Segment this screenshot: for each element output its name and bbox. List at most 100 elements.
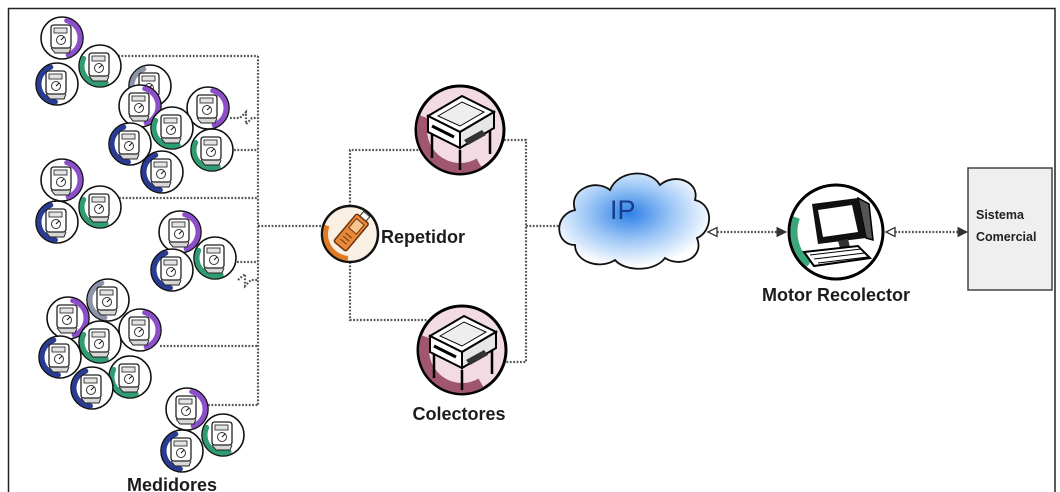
meter-needle bbox=[60, 36, 65, 41]
keyboard-keys bbox=[809, 248, 869, 264]
meters-label: Medidores bbox=[127, 475, 217, 492]
commercial-system-box: Sistema Comercial bbox=[967, 167, 1053, 291]
electric-meter-icon bbox=[40, 158, 84, 202]
meter-display bbox=[214, 424, 229, 431]
commercial-system-line-1: Sistema bbox=[976, 208, 1025, 222]
meter-rim bbox=[194, 247, 224, 279]
meter-needle bbox=[138, 104, 143, 109]
meter-display bbox=[51, 346, 66, 353]
electric-meter-icon bbox=[150, 248, 194, 292]
meter-rim bbox=[142, 86, 161, 126]
meter-needle bbox=[178, 230, 183, 235]
meter-needle bbox=[60, 178, 65, 183]
collector-accent bbox=[419, 335, 484, 393]
meter-display bbox=[91, 331, 106, 338]
cloud-engine-link bbox=[706, 226, 788, 238]
repeater-to-top-collector-line bbox=[348, 148, 419, 206]
meter-rim bbox=[202, 424, 232, 456]
collector-accent bbox=[417, 115, 482, 173]
electric-meter-icon bbox=[190, 128, 234, 172]
meter-display bbox=[153, 161, 168, 168]
meter-display bbox=[121, 366, 136, 373]
cloud-icon: IP bbox=[558, 172, 711, 270]
meter-base bbox=[160, 279, 182, 286]
electric-meter-icon bbox=[186, 86, 230, 130]
meter-rim bbox=[71, 368, 93, 409]
meter-display bbox=[206, 247, 221, 254]
collector-legs bbox=[430, 129, 492, 170]
meter-needle bbox=[180, 449, 185, 454]
monitor-depth bbox=[856, 196, 874, 242]
meter-display bbox=[163, 259, 178, 266]
engine-system-link bbox=[884, 226, 969, 238]
meter-needle bbox=[55, 82, 60, 87]
meter-base bbox=[96, 309, 118, 316]
meter-base bbox=[200, 159, 222, 166]
meter-needle bbox=[213, 256, 218, 261]
arrowhead-right-icon bbox=[957, 226, 969, 238]
meter-needle bbox=[58, 355, 63, 360]
electric-meter-icon bbox=[78, 320, 122, 364]
meter-display bbox=[99, 289, 114, 296]
meter-needle bbox=[98, 205, 103, 210]
collector-legs bbox=[432, 349, 494, 390]
commercial-system-frame bbox=[967, 167, 1053, 291]
meter-base bbox=[128, 339, 150, 346]
electric-meter-icon bbox=[118, 84, 162, 128]
meter-display bbox=[48, 73, 63, 80]
electric-meter-icon bbox=[86, 278, 130, 322]
meter-needle bbox=[128, 375, 133, 380]
meter-rim bbox=[109, 124, 131, 165]
electric-meter-icon bbox=[46, 296, 90, 340]
arrowhead-left-icon bbox=[884, 226, 896, 238]
electric-meter-icon bbox=[118, 308, 162, 352]
meter-display bbox=[91, 196, 106, 203]
meter-rim bbox=[87, 280, 108, 321]
meter-display bbox=[163, 117, 178, 124]
computer-icon bbox=[787, 183, 885, 281]
meter-display bbox=[131, 95, 146, 102]
meter-display bbox=[173, 440, 188, 447]
electric-meter-icon bbox=[108, 355, 152, 399]
collector-slot bbox=[433, 344, 457, 359]
meter-rim bbox=[36, 202, 58, 243]
electric-meter-icon bbox=[108, 122, 152, 166]
meter-base bbox=[211, 444, 233, 451]
meter-link-line bbox=[230, 109, 258, 127]
meter-display bbox=[199, 97, 214, 104]
meter-base bbox=[170, 460, 192, 467]
repeater-handheld bbox=[333, 210, 371, 252]
meter-rim bbox=[151, 250, 173, 291]
meter-display bbox=[171, 221, 186, 228]
electric-meter-icon bbox=[193, 236, 237, 280]
meter-rim bbox=[151, 117, 181, 149]
electric-meter-icon bbox=[78, 185, 122, 229]
meter-base bbox=[50, 189, 72, 196]
meter-rim bbox=[64, 160, 83, 200]
electric-meter-icon bbox=[35, 62, 79, 106]
meter-base bbox=[88, 216, 110, 223]
electric-meter-icon bbox=[140, 150, 184, 194]
frame-border bbox=[7, 7, 1056, 492]
meter-display bbox=[178, 398, 193, 405]
engine-label: Motor Recolector bbox=[762, 285, 910, 305]
meter-needle bbox=[206, 106, 211, 111]
collector-tray bbox=[466, 350, 488, 365]
meter-needle bbox=[128, 142, 133, 147]
meter-base bbox=[56, 327, 78, 334]
meter-needle bbox=[90, 386, 95, 391]
meter-base bbox=[150, 181, 172, 188]
meter-base bbox=[80, 397, 102, 404]
meter-link-line bbox=[237, 271, 258, 289]
meter-rim bbox=[79, 196, 109, 228]
meter-needle bbox=[106, 298, 111, 303]
meter-rim bbox=[191, 139, 221, 171]
arrowhead-right-icon bbox=[776, 226, 788, 238]
meter-rim bbox=[79, 331, 109, 363]
meter-rim bbox=[36, 64, 58, 105]
repeater-screen bbox=[348, 217, 365, 235]
meter-needle bbox=[55, 220, 60, 225]
collector-glass bbox=[436, 101, 486, 127]
electric-meter-icon bbox=[165, 387, 209, 431]
meter-needle bbox=[170, 268, 175, 273]
